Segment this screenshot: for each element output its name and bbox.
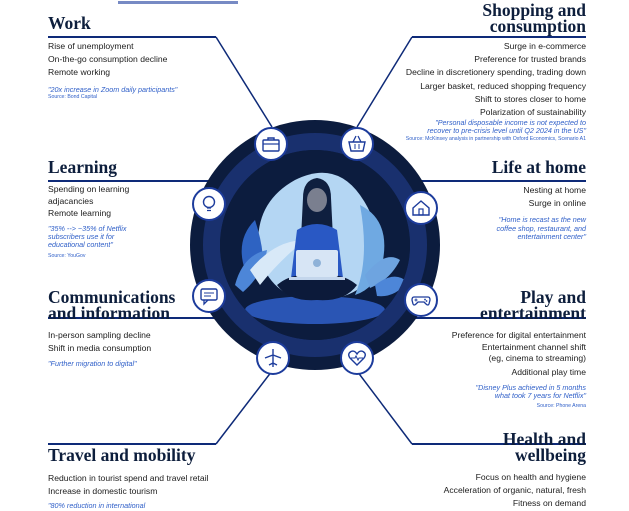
shopping-title-line2: consumption: [489, 16, 586, 36]
work-item: On-the-go consumption decline: [48, 54, 168, 65]
shopping-quote-line1: "Personal disposable income is not expec…: [435, 118, 586, 128]
communications-quote: "Further migration to digital": [48, 359, 137, 369]
work-quote: "20x increase in Zoom daily participants…: [48, 84, 178, 94]
travel-item: Reduction in tourist spend and travel re…: [48, 473, 209, 483]
learning-quote-line1: "35% --> ~35% of Netflix: [48, 224, 127, 233]
shopping-section: Shopping and consumption Surge in e-comm…: [380, 0, 586, 143]
basket-icon: [340, 127, 374, 161]
travel-title: Travel and mobility: [48, 445, 196, 465]
health-rule: [412, 443, 586, 445]
play-item: Preference for digital entertainment: [451, 330, 586, 340]
health-title-line2: wellbeing: [515, 445, 586, 465]
play-quote-line2: what took 7 years for Netflix": [494, 391, 586, 401]
travel-item: Increase in domestic tourism: [48, 486, 158, 497]
learning-rule: [48, 180, 216, 182]
learning-section: Learning Spending on learning adjacancie…: [48, 157, 208, 260]
gamepad-icon: [404, 283, 438, 317]
play-title-line2: entertainment: [480, 303, 586, 323]
play-item: Entertainment channel shift: [481, 342, 586, 353]
health-section: Health and wellbeing Focus on health and…: [400, 429, 586, 511]
learning-item: adjacancies: [48, 195, 94, 206]
travel-section: Travel and mobility Reduction in tourist…: [48, 445, 248, 511]
home-section: Life at home Nesting at home Surge in on…: [420, 157, 586, 241]
communications-title-line1: Communications: [48, 287, 176, 307]
home-quote-line1: "Home is recast as the new: [498, 215, 586, 225]
work-rule: [48, 36, 216, 38]
communications-item: In-person sampling decline: [48, 330, 151, 340]
home-quote-line3: entertainment center": [517, 231, 586, 241]
work-title: Work: [48, 13, 91, 33]
shopping-item: Preference for trusted brands: [474, 54, 586, 65]
travel-quote: "80% reduction in international: [48, 501, 146, 511]
house-icon: [404, 191, 438, 225]
play-rule: [412, 317, 586, 319]
learning-quote-line3: educational content": [48, 240, 113, 250]
heart-icon: [340, 341, 374, 375]
briefcase-icon: [254, 127, 288, 161]
shopping-item: Larger basket, reduced shopping frequenc…: [420, 80, 586, 91]
shopping-item: Surge in e-commerce: [503, 41, 586, 51]
shopping-rule: [412, 36, 586, 38]
travel-rule: [48, 443, 216, 445]
health-item: Acceleration of organic, natural, fresh: [443, 485, 586, 496]
learning-source: Source: YouGov: [48, 252, 86, 259]
play-source: Source: Phone Arena: [536, 402, 586, 409]
shopping-quote-line2: recover to pre-crisis level until Q2 202…: [427, 126, 586, 136]
play-section: Play and entertainment Preference for di…: [400, 287, 586, 410]
work-item: Remote working: [48, 67, 111, 78]
shopping-item: Shift to stores closer to home: [474, 93, 586, 104]
home-item: Nesting at home: [523, 185, 586, 195]
learning-item: Spending on learning: [48, 184, 130, 194]
lightbulb-icon: [192, 187, 226, 221]
communications-section: Communications and information In-person…: [48, 287, 218, 369]
shopping-item: Decline in discretionery spending, tradi…: [405, 67, 586, 78]
shopping-item: Polarization of sustainability: [479, 107, 586, 118]
home-quote-line2: coffee shop, restaurant, and: [496, 223, 586, 233]
chat-icon: [192, 279, 226, 313]
learning-title: Learning: [48, 157, 118, 177]
health-item: Fitness on demand: [512, 498, 586, 509]
play-item: Additional play time: [511, 367, 586, 378]
home-item: Surge in online: [528, 198, 586, 209]
airplane-icon: [256, 341, 290, 375]
play-quote-line1: "Disney Plus achieved in 5 months: [475, 383, 586, 393]
health-item: Focus on health and hygiene: [475, 472, 586, 482]
shopping-source: Source: McKinsey analysis in partnership…: [405, 135, 586, 142]
work-item: Rise of unemployment: [48, 41, 134, 51]
communications-title-line2: and information: [48, 303, 171, 323]
communications-rule: [48, 317, 216, 319]
shopping-title-line1: Shopping and: [482, 0, 586, 20]
health-title-line1: Health and: [502, 429, 586, 449]
home-title: Life at home: [491, 157, 586, 177]
home-rule: [412, 180, 586, 182]
work-section: Work Rise of unemployment On-the-go cons…: [48, 13, 248, 101]
play-title-line1: Play and: [520, 287, 586, 307]
work-source: Source: Bond Capital: [48, 93, 98, 100]
learning-item: Remote learning: [48, 208, 112, 218]
play-item: (eg, cinema to streaming): [488, 353, 586, 364]
learning-quote-line2: subscribers use it for: [48, 232, 115, 242]
center-illustration: [190, 120, 440, 370]
communications-item: Shift in media consumption: [48, 343, 152, 354]
cropped-top-text: [118, 0, 248, 4]
